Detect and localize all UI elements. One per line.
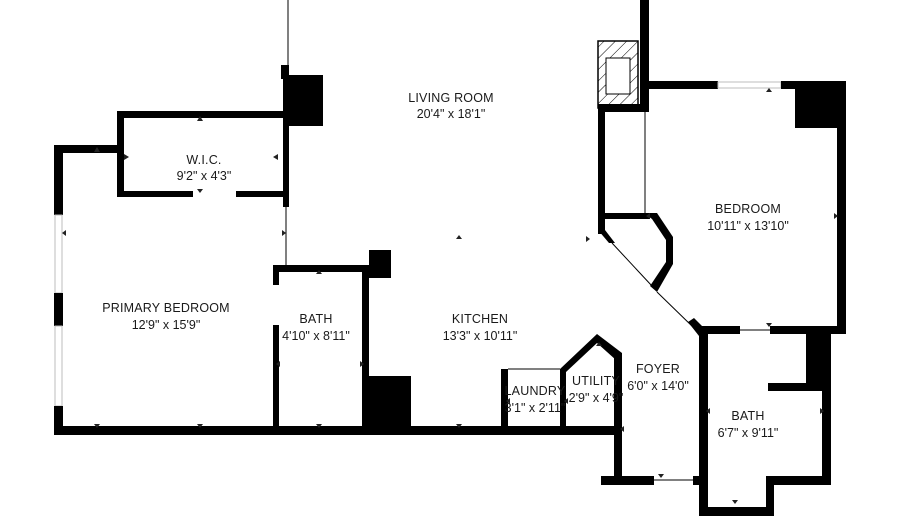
room-dims-utility: 2'9" x 4'9" xyxy=(569,391,624,405)
column-kitchen xyxy=(369,250,391,278)
wall-wic-bottom-a xyxy=(117,191,193,197)
wall-bath1-right xyxy=(362,265,369,430)
room-dims-wic: 9'2" x 4'3" xyxy=(177,169,232,183)
window-bedroom xyxy=(717,81,782,89)
room-dims-primary-bedroom: 12'9" x 15'9" xyxy=(132,318,201,332)
wall-bath1-top xyxy=(273,265,371,272)
room-dims-living-room: 20'4" x 18'1" xyxy=(417,107,486,121)
room-name-bath-1: BATH xyxy=(299,312,332,326)
wall-closet-octagon xyxy=(644,213,673,292)
room-labels: LIVING ROOM 20'4" x 18'1" W.I.C. 9'2" x … xyxy=(102,91,789,440)
wall-closet-shelf xyxy=(605,213,650,219)
wall-bedroom-bottom xyxy=(699,326,740,334)
fireplace-inner xyxy=(605,57,631,95)
room-name-laundry: LAUNDRY xyxy=(505,384,566,398)
room-dims-bath-1: 4'10" x 8'11" xyxy=(282,329,350,343)
room-name-utility: UTILITY xyxy=(572,374,620,388)
wall-left-top xyxy=(54,145,63,215)
wall-bath2-notch xyxy=(768,383,831,391)
dimension-markers xyxy=(62,88,838,504)
wall-utility-peak xyxy=(560,334,622,372)
wall-bath2-bottom-step xyxy=(766,476,774,516)
room-dims-bedroom: 10'11" x 13'10" xyxy=(707,219,789,233)
room-name-wic: W.I.C. xyxy=(186,153,221,167)
wall-wic-left xyxy=(117,111,124,197)
wall-wic-right xyxy=(283,111,289,207)
wall-closet-left xyxy=(598,104,605,234)
room-name-bath-2: BATH xyxy=(731,409,764,423)
wall-bath2-bottom-r xyxy=(766,476,831,485)
window-left-2 xyxy=(54,325,63,407)
room-dims-foyer: 6'0" x 14'0" xyxy=(627,379,689,393)
wall-foyer-left xyxy=(614,426,622,485)
room-name-kitchen: KITCHEN xyxy=(452,312,508,326)
wall-bath1-left-b xyxy=(273,325,279,430)
room-dims-laundry: 3'1" x 2'11" xyxy=(505,401,566,415)
window-left-1 xyxy=(54,214,63,294)
wall-fireplace-bottom xyxy=(598,104,649,112)
wall-bath2-left xyxy=(699,326,708,516)
wall-laundry-right xyxy=(560,369,566,431)
wall-bath1-left xyxy=(273,265,279,285)
room-dims-kitchen: 13'3" x 10'11" xyxy=(443,329,518,343)
wall-bedroom-right xyxy=(837,81,846,334)
room-name-foyer: FOYER xyxy=(636,362,680,376)
column-top xyxy=(283,75,323,126)
wall-bath2-right xyxy=(822,389,831,485)
foyer-diag-1 xyxy=(611,242,653,287)
wall-bath2-bottom xyxy=(699,507,774,516)
column-bedroom xyxy=(795,81,837,128)
wall-left-bottom xyxy=(54,406,63,435)
wall-bedroom-bottom-r xyxy=(770,326,846,334)
wall-utility-right xyxy=(614,355,622,431)
wall-foyer-corner xyxy=(688,318,708,336)
wall-bedroom-left-top xyxy=(640,0,649,110)
wall-bottom-left xyxy=(54,426,614,435)
foyer-diag-2 xyxy=(656,291,695,329)
wall-left-mid xyxy=(54,293,63,326)
room-dims-bath-2: 6'7" x 9'11" xyxy=(718,426,779,440)
room-name-primary-bedroom: PRIMARY BEDROOM xyxy=(102,301,230,315)
wall-wic-bottom-b xyxy=(236,191,289,197)
walls xyxy=(54,0,846,516)
wall-foyer-bottom-l xyxy=(601,476,654,485)
wall-bath2-column xyxy=(806,332,831,390)
wall-laundry-left xyxy=(501,369,508,431)
kitchen-block xyxy=(363,376,411,431)
wall-primary-top xyxy=(54,145,124,153)
room-name-bedroom: BEDROOM xyxy=(715,202,781,216)
wall-bedroom-top-l xyxy=(640,81,718,89)
room-name-living-room: LIVING ROOM xyxy=(408,91,494,105)
wall-closet-angle xyxy=(598,230,615,243)
wall-column-stub xyxy=(281,65,289,79)
wall-wic-top xyxy=(117,111,289,118)
